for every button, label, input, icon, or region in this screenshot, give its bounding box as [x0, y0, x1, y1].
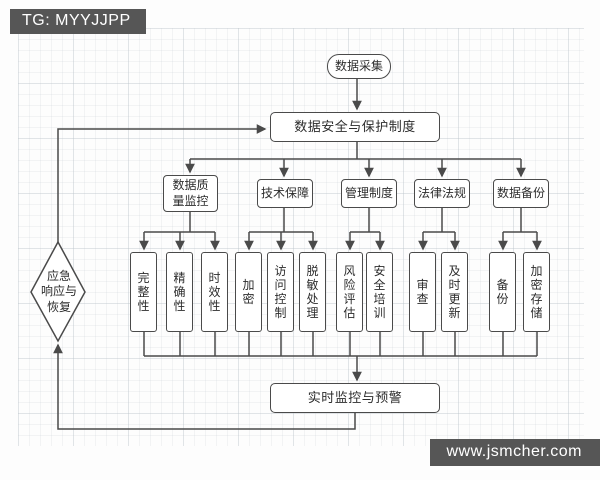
- leaf-label: 完整性: [137, 270, 150, 314]
- emergency-diamond-shape: [30, 240, 86, 343]
- node-leaf-security-training: 安全培训: [366, 252, 393, 332]
- node-leaf-accuracy: 精确性: [166, 252, 193, 332]
- leaf-label: 加密存储: [530, 263, 543, 321]
- node-leaf-integrity: 完整性: [130, 252, 157, 332]
- leaf-label: 加密: [242, 277, 255, 306]
- node-leaf-desensitization: 脱敏处理: [299, 252, 326, 332]
- leaf-label: 时效性: [208, 270, 221, 314]
- node-leaf-risk-assessment: 风险评估: [336, 252, 363, 332]
- node-leaf-access-control: 访问控制: [267, 252, 294, 332]
- leaf-label: 安全培训: [373, 263, 386, 321]
- node-realtime-monitoring: 实时监控与预警: [270, 383, 440, 413]
- node-emergency-response: 应急 响应与 恢复: [40, 269, 77, 314]
- node-leaf-timely-update: 及时更新: [441, 252, 468, 332]
- node-security-policy: 数据安全与保护制度: [270, 112, 440, 142]
- graph-paper-background: [18, 28, 584, 446]
- node-leaf-review: 审查: [409, 252, 436, 332]
- telegram-watermark-badge: TG: MYYJJPP: [10, 9, 146, 34]
- leaf-label: 精确性: [173, 270, 186, 314]
- node-data-collection: 数据采集: [327, 54, 391, 79]
- node-category-management-system: 管理制度: [341, 179, 397, 208]
- website-watermark-badge: www.jsmcher.com: [430, 439, 600, 466]
- node-category-data-backup: 数据备份: [493, 179, 549, 208]
- node-leaf-encrypted-storage: 加密存储: [523, 252, 550, 332]
- node-leaf-backup: 备份: [489, 252, 516, 332]
- leaf-label: 备份: [496, 277, 509, 306]
- node-category-data-quality: 数据质量监控: [163, 175, 218, 212]
- leaf-label: 审查: [416, 277, 429, 306]
- leaf-label: 及时更新: [448, 263, 461, 321]
- node-leaf-timeliness: 时效性: [201, 252, 228, 332]
- node-category-technical-support: 技术保障: [257, 179, 313, 208]
- leaf-label: 脱敏处理: [306, 263, 319, 321]
- node-category-laws-regulations: 法律法规: [414, 179, 470, 208]
- leaf-label: 访问控制: [274, 263, 287, 321]
- node-leaf-encryption: 加密: [235, 252, 262, 332]
- leaf-label: 风险评估: [343, 263, 356, 321]
